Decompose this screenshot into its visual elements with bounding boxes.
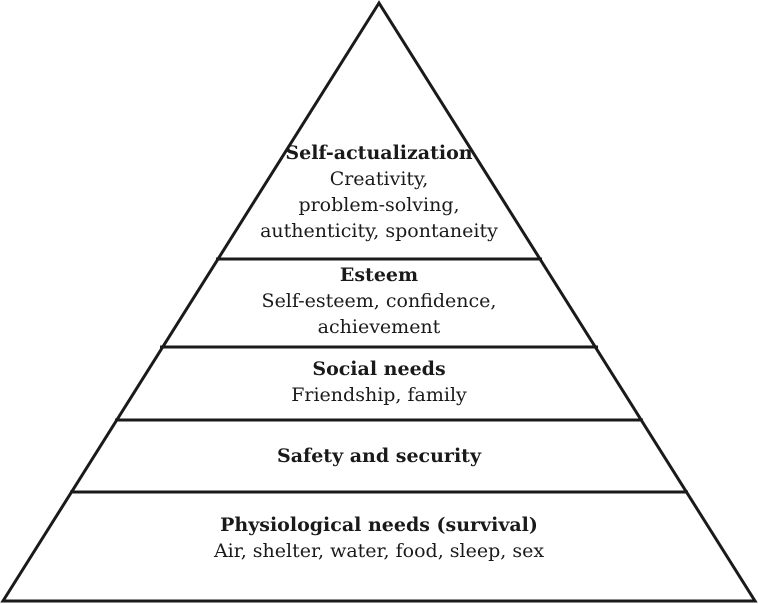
level-title: Self-actualization: [285, 142, 473, 164]
level-title: Safety and security: [277, 445, 481, 467]
level-physiological-needs: Physiological needs (survival) Air, shel…: [0, 512, 758, 564]
description-line: problem-solving,: [298, 194, 460, 216]
level-safety-security: Safety and security: [0, 443, 758, 469]
level-title: Social needs: [312, 358, 446, 380]
level-description: Air, shelter, water, food, sleep, sex: [0, 538, 758, 564]
description-line: achievement: [317, 316, 441, 338]
description-line: authenticity, spontaneity: [260, 220, 498, 242]
level-description: Self-esteem, confidence, achievement: [0, 288, 758, 340]
level-title: Esteem: [339, 264, 419, 286]
description-line: Creativity,: [329, 168, 429, 190]
level-esteem: Esteem Self-esteem, confidence, achievem…: [0, 262, 758, 340]
description-line: Self-esteem, confidence,: [261, 290, 497, 312]
description-line: Friendship, family: [291, 384, 467, 406]
description-line: Air, shelter, water, food, sleep, sex: [213, 540, 545, 562]
level-description: Friendship, family: [0, 382, 758, 408]
level-social-needs: Social needs Friendship, family: [0, 356, 758, 408]
level-description: Creativity, problem-solving, authenticit…: [0, 166, 758, 244]
level-self-actualization: Self-actualization Creativity, problem-s…: [0, 140, 758, 244]
level-title: Physiological needs (survival): [220, 514, 538, 536]
